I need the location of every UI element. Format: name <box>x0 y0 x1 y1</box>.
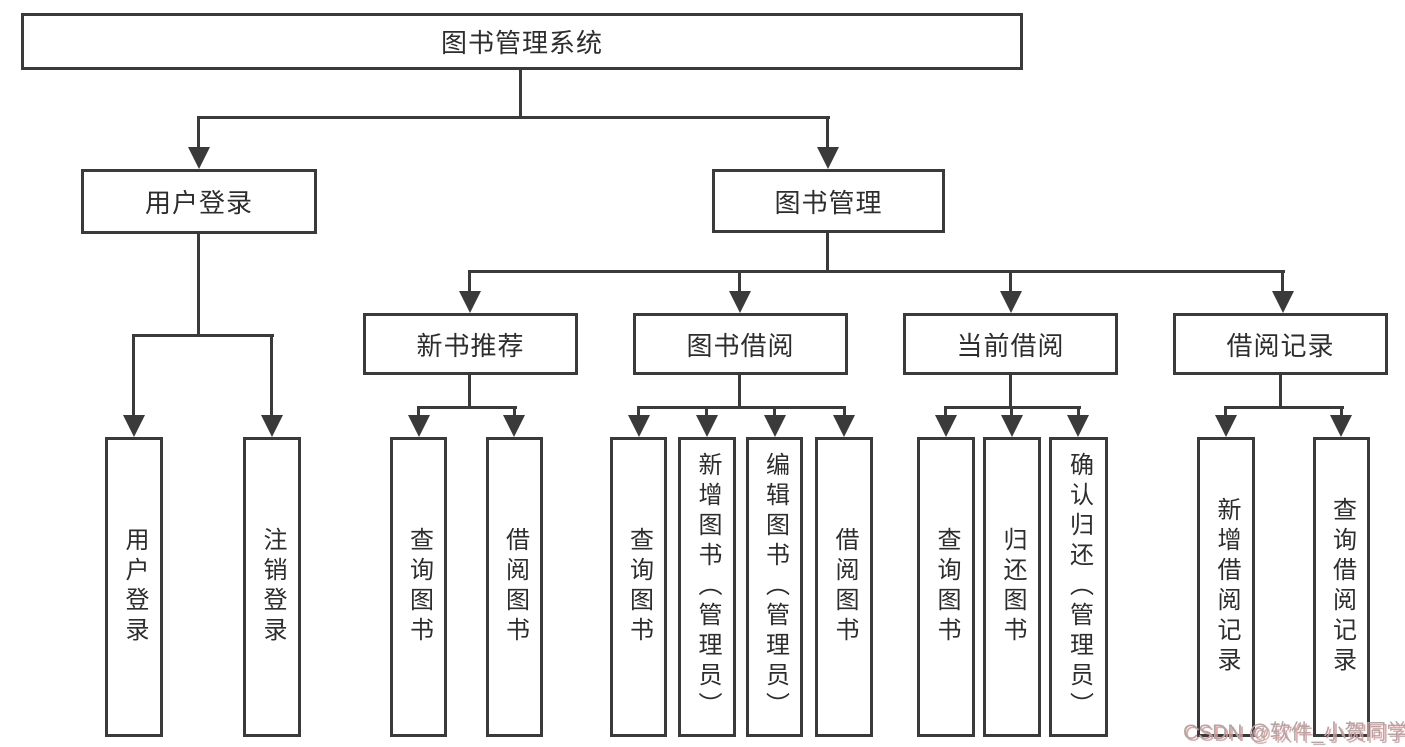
leaf-query-books-borrowing: 查询图书 <box>610 437 667 737</box>
node-label: 当前借阅 <box>956 330 1065 361</box>
connector-line <box>843 406 846 419</box>
connector-line <box>1279 375 1282 409</box>
leaf-label: 新增借阅记录 <box>1213 497 1240 677</box>
connector-line <box>468 270 471 295</box>
connector-line <box>738 270 741 295</box>
connector-line <box>417 406 420 419</box>
connector-line <box>132 334 274 337</box>
node-label: 新书推荐 <box>416 330 525 361</box>
leaf-add-borrow-record: 新增借阅记录 <box>1197 437 1255 737</box>
leaf-confirm-return-admin: 确认归还（管理员） <box>1049 437 1108 737</box>
connector-line <box>1224 406 1227 419</box>
leaf-query-books-recommend: 查询图书 <box>390 437 447 737</box>
leaf-label: 查询图书 <box>933 527 960 647</box>
leaf-label: 查询图书 <box>405 527 433 647</box>
node-book-management-branch: 图书管理 <box>712 169 945 233</box>
leaf-label: 注销登录 <box>259 527 286 647</box>
leaf-query-borrow-record: 查询借阅记录 <box>1313 437 1370 737</box>
connector-line <box>1224 406 1344 409</box>
arrow-down-icon <box>188 147 210 169</box>
arrow-down-icon <box>935 415 957 437</box>
arrow-down-icon <box>696 415 718 437</box>
connector-line <box>705 406 708 419</box>
connector-line <box>197 116 830 119</box>
arrow-down-icon <box>1272 291 1294 313</box>
connector-line <box>1281 270 1284 295</box>
leaf-borrow-books: 借阅图书 <box>815 437 873 737</box>
connector-line <box>519 70 522 119</box>
arrow-down-icon <box>1215 415 1237 437</box>
arrow-down-icon <box>628 415 650 437</box>
connector-line <box>1010 406 1013 419</box>
leaf-label: 编辑图书（管理员） <box>761 452 789 722</box>
connector-line <box>132 334 135 419</box>
node-borrowing-records: 借阅记录 <box>1173 313 1388 375</box>
connector-line <box>1340 406 1343 419</box>
leaf-label: 归还图书 <box>999 527 1026 647</box>
leaf-query-books-current: 查询图书 <box>917 437 975 737</box>
csdn-watermark: CSDN @软件_小贺同学 <box>1183 721 1405 744</box>
arrow-down-icon <box>503 415 525 437</box>
connector-line <box>513 406 516 419</box>
arrow-down-icon <box>1001 415 1023 437</box>
arrow-down-icon <box>817 147 839 169</box>
node-label: 图书管理 <box>774 187 883 218</box>
connector-line <box>826 116 829 152</box>
leaf-label: 借阅图书 <box>501 527 529 647</box>
connector-line <box>197 234 200 337</box>
node-label: 用户登录 <box>144 188 253 218</box>
arrow-down-icon <box>408 415 430 437</box>
connector-line <box>637 406 640 419</box>
leaf-add-books-admin: 新增图书（管理员） <box>678 437 736 737</box>
node-user-login-branch: 用户登录 <box>81 169 317 234</box>
leaf-label: 查询借阅记录 <box>1328 497 1356 677</box>
connector-line <box>1009 270 1012 295</box>
leaf-label: 用户登录 <box>121 527 148 647</box>
connector-line <box>417 406 517 409</box>
node-book-borrowing: 图书借阅 <box>633 313 848 375</box>
node-current-borrowing: 当前借阅 <box>903 313 1118 375</box>
connector-line <box>468 375 471 409</box>
leaf-edit-books-admin: 编辑图书（管理员） <box>746 437 803 737</box>
connector-line <box>1077 406 1080 419</box>
leaf-label: 借阅图书 <box>831 527 858 647</box>
leaf-label: 确认归还（管理员） <box>1065 452 1093 722</box>
arrow-down-icon <box>729 291 751 313</box>
leaf-user-login: 用户登录 <box>105 437 163 737</box>
connector-line <box>738 375 741 409</box>
arrow-down-icon <box>764 415 786 437</box>
arrow-down-icon <box>833 415 855 437</box>
connector-line <box>944 406 947 419</box>
arrow-down-icon <box>1330 415 1352 437</box>
leaf-borrow-books-recommend: 借阅图书 <box>486 437 543 737</box>
arrow-down-icon <box>459 291 481 313</box>
connector-line <box>637 406 846 409</box>
node-library-management-system: 图书管理系统 <box>21 13 1023 70</box>
arrow-down-icon <box>1000 291 1022 313</box>
leaf-return-books: 归还图书 <box>983 437 1041 737</box>
arrow-down-icon <box>123 415 145 437</box>
arrow-down-icon <box>261 415 283 437</box>
connector-line <box>468 270 1285 273</box>
arrow-down-icon <box>1067 415 1089 437</box>
leaf-label: 新增图书（管理员） <box>694 452 721 722</box>
connector-line <box>270 334 273 419</box>
connector-line <box>1009 375 1012 409</box>
node-label: 借阅记录 <box>1226 330 1335 361</box>
node-label: 图书管理系统 <box>440 28 603 58</box>
connector-line <box>773 406 776 419</box>
connector-line <box>826 233 829 273</box>
leaf-logout: 注销登录 <box>243 437 301 737</box>
connector-line <box>197 116 200 152</box>
leaf-label: 查询图书 <box>625 527 653 647</box>
node-label: 图书借阅 <box>686 330 795 361</box>
node-new-book-recommendation: 新书推荐 <box>363 313 578 375</box>
